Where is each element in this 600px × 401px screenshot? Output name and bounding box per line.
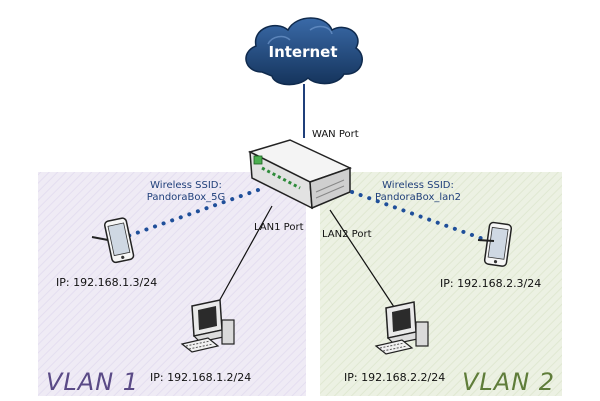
vlan2-pc-icon	[374, 301, 429, 355]
vlan2-phone-stylus	[477, 239, 495, 242]
vlan2-phone-ip: IP: 192.168.2.3/24	[440, 277, 541, 290]
vlan2-ssid-name: PandoraBox_lan2	[375, 192, 461, 203]
lan1-port-label: LAN1 Port	[254, 222, 304, 233]
vlan2-phone-icon	[483, 221, 513, 267]
lan1-link	[211, 205, 273, 315]
vlan1-ssid-caption: Wireless SSID:	[150, 180, 222, 191]
wan-port-label: WAN Port	[312, 129, 359, 140]
vlan2-pc-ip: IP: 192.168.2.2/24	[344, 371, 445, 384]
vlan1-ssid-name: PandoraBox_5G	[147, 192, 225, 203]
lan2-port-label: LAN2 Port	[322, 229, 372, 240]
vlan2-label: VLAN 2	[462, 368, 555, 396]
lan2-link	[329, 209, 401, 317]
internet-label: Internet	[268, 43, 337, 61]
vlan1-zone	[38, 172, 306, 396]
internet-cloud-icon	[245, 17, 363, 86]
vlan1-pc-ip: IP: 192.168.1.2/24	[150, 371, 251, 384]
vlan2-zone	[320, 172, 562, 396]
vlan1-phone-ip: IP: 192.168.1.3/24	[56, 276, 157, 289]
vlan1-phone-icon	[103, 217, 135, 264]
vlan1-label: VLAN 1	[46, 368, 139, 396]
vlan2-wireless-link	[350, 190, 488, 242]
vlan1-phone-stylus	[91, 236, 109, 241]
vlan2-ssid-caption: Wireless SSID:	[382, 180, 454, 191]
vlan1-pc-icon	[180, 299, 235, 353]
router-icon	[247, 139, 352, 210]
